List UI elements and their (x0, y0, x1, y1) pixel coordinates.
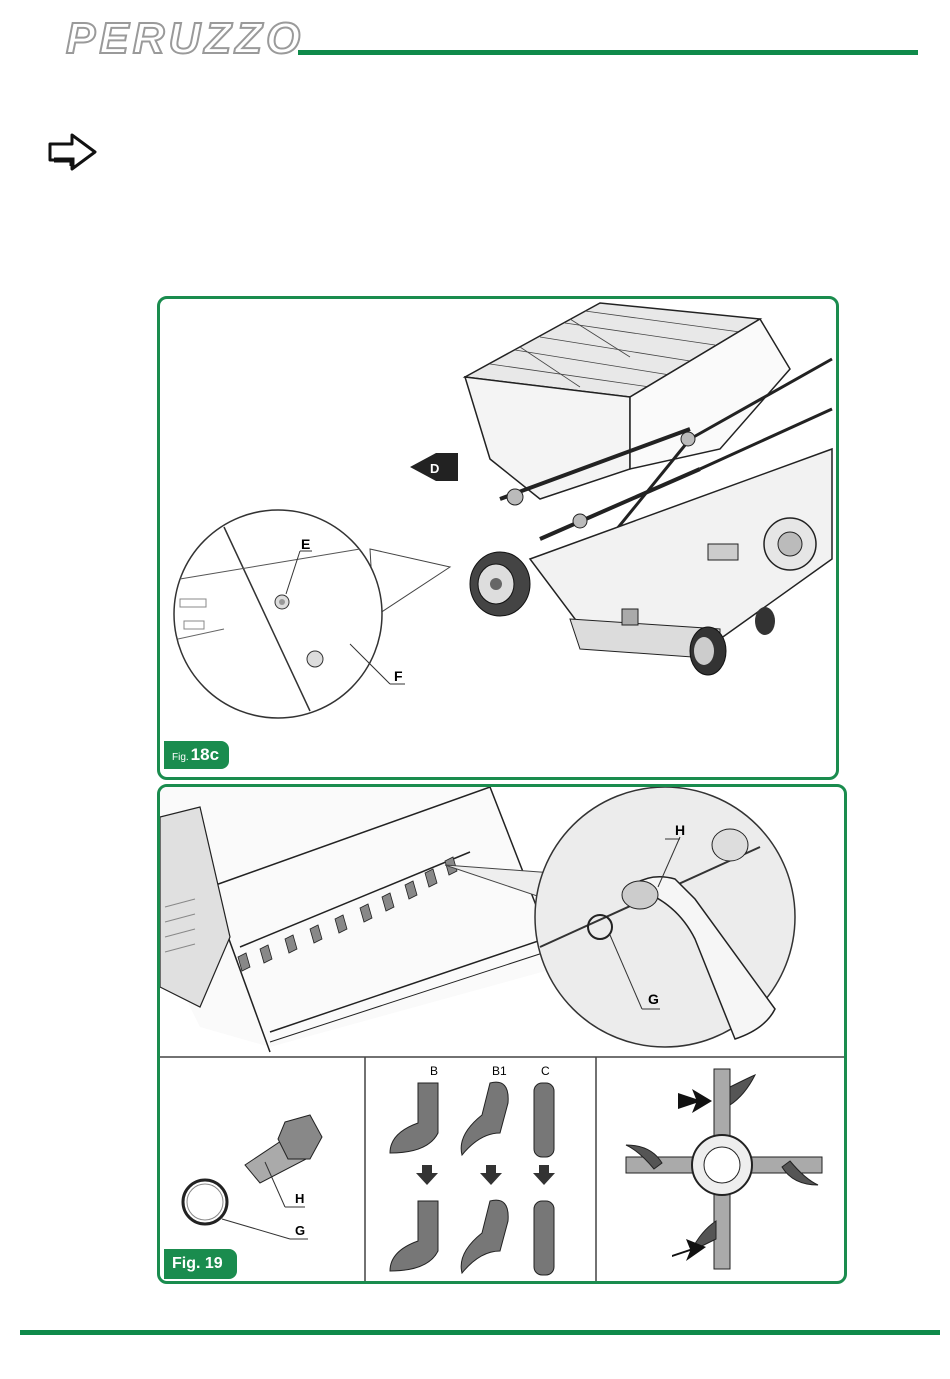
label-e: E (301, 536, 310, 552)
figure-19-panel: H G H G B B1 C (157, 784, 847, 1284)
callout-label-h: H (675, 822, 685, 838)
blade-label-b: B (430, 1064, 438, 1078)
figure-19-badge: Fig. 19 (164, 1249, 237, 1279)
blade-label-c: C (541, 1064, 550, 1078)
arrow-right-icon (48, 133, 98, 171)
brand-logo: PERUZZO (66, 14, 304, 64)
label-g: G (295, 1223, 305, 1238)
callout-label-g: G (648, 991, 659, 1007)
footer-rule (20, 1330, 940, 1335)
figure-18c-badge: Fig.18c (164, 741, 229, 769)
rotor-illustration: H G H G B B1 C (160, 787, 844, 1281)
label-h: H (295, 1191, 304, 1206)
figure-18c-panel: E F D (157, 296, 839, 780)
header-rule (298, 50, 918, 55)
machine-illustration: E F D (160, 299, 836, 777)
label-f: F (394, 668, 403, 684)
label-d: D (430, 461, 439, 476)
blade-label-b1: B1 (492, 1064, 507, 1078)
